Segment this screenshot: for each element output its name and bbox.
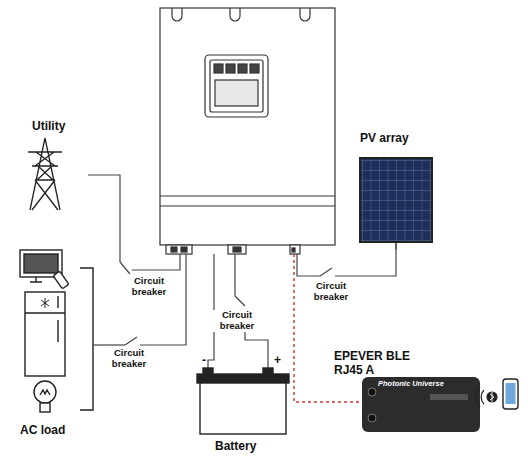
ac-load-appliances-part xyxy=(24,254,58,273)
ble-adapter xyxy=(362,377,480,432)
inverter-unit-part xyxy=(160,195,335,196)
utility-tower-part xyxy=(28,138,62,210)
smartphone-part xyxy=(506,383,516,404)
ac-load-appliances-part xyxy=(20,250,62,277)
inverter-unit-part xyxy=(226,64,235,73)
inverter-unit-part xyxy=(292,248,295,252)
power-wires xyxy=(88,175,396,372)
power-wires-part xyxy=(235,296,245,306)
inverter-unit-part xyxy=(233,247,241,252)
battery-symbol-part xyxy=(263,368,273,375)
smartphone-part xyxy=(503,379,518,409)
pv-panel-part xyxy=(360,158,432,242)
utility-tower xyxy=(28,138,62,210)
inverter-unit xyxy=(160,8,335,254)
inverter-unit-part xyxy=(214,64,223,73)
breaker-label: Circuit breaker xyxy=(306,281,356,303)
inverter-unit-part xyxy=(160,8,335,245)
ac-load-appliances-part xyxy=(25,312,65,313)
battery-symbol xyxy=(197,368,289,434)
ble-adapter-part xyxy=(362,377,480,432)
power-wires-part xyxy=(234,254,235,296)
power-wires-part xyxy=(93,344,125,345)
battery-symbol-part xyxy=(203,368,213,375)
inverter-unit-part xyxy=(172,8,310,21)
ac-load-appliances-part xyxy=(25,292,65,376)
power-wires-part xyxy=(297,254,320,276)
inverter-unit-part xyxy=(238,64,247,73)
inverter-unit-part xyxy=(215,80,258,106)
power-wires-part xyxy=(125,337,137,345)
inverter-unit-part xyxy=(250,64,259,73)
ac-load-appliances xyxy=(20,250,93,412)
ac-load-appliances-part xyxy=(40,403,50,412)
node-heading: EPEVER BLE RJ45 A xyxy=(334,350,430,378)
communication-link xyxy=(294,254,362,402)
inverter-unit-part xyxy=(166,245,192,254)
ac-load-appliances-part xyxy=(53,271,69,289)
brand-text: Photonic Universe xyxy=(378,380,444,389)
pv-panel-part xyxy=(395,242,396,250)
inverter-unit-part xyxy=(228,245,246,254)
smartphone xyxy=(503,379,518,409)
node-heading: Utility xyxy=(32,120,65,134)
bluetooth-signal-part xyxy=(490,392,494,402)
terminal-sign: - xyxy=(202,354,206,368)
ble-adapter-part xyxy=(368,414,376,422)
power-wires-part xyxy=(140,254,186,345)
ac-load-appliances-part xyxy=(34,381,56,403)
power-wires-part xyxy=(120,262,130,274)
ac-load-appliances-part xyxy=(40,390,50,395)
bluetooth-signal-part xyxy=(476,387,484,407)
inverter-unit-part xyxy=(171,247,177,252)
ble-adapter-part xyxy=(430,394,468,400)
breaker-label: Circuit breaker xyxy=(104,348,154,370)
power-wires-part xyxy=(132,254,180,270)
breaker-label: Circuit breaker xyxy=(212,310,262,332)
node-heading: PV array xyxy=(360,132,409,146)
inverter-unit-part xyxy=(205,55,268,117)
bluetooth-signal xyxy=(476,387,497,407)
inverter-unit-part xyxy=(181,247,187,252)
battery-symbol-part xyxy=(200,380,286,434)
ble-adapter: EPEVER BLE RJ45 A Photonic Universe xyxy=(328,350,486,436)
ac-load-appliances-part xyxy=(30,277,42,282)
terminal-sign: + xyxy=(274,354,281,368)
ble-adapter-part xyxy=(368,388,376,396)
pv-panel xyxy=(360,158,432,250)
ac-load-appliances-part xyxy=(80,268,93,410)
battery: Battery xyxy=(190,362,300,457)
pv-array: PV array xyxy=(350,130,445,252)
breaker-label: Circuit breaker xyxy=(124,276,174,298)
ac-load-appliances-part xyxy=(57,296,58,342)
power-wires-part xyxy=(335,250,396,276)
ac-load-appliances-part xyxy=(41,298,49,308)
power-wires-part xyxy=(320,268,332,276)
node-heading: Battery xyxy=(215,440,256,454)
bluetooth-signal-part xyxy=(487,392,497,402)
ac-load: AC load xyxy=(8,244,86,444)
node-heading: AC load xyxy=(20,424,65,438)
utility-source: Utility xyxy=(20,118,90,214)
inverter-unit-part xyxy=(160,205,335,206)
power-wires-part xyxy=(88,175,120,262)
inverter-unit-part xyxy=(210,60,263,112)
inverter-unit-part xyxy=(290,245,300,254)
